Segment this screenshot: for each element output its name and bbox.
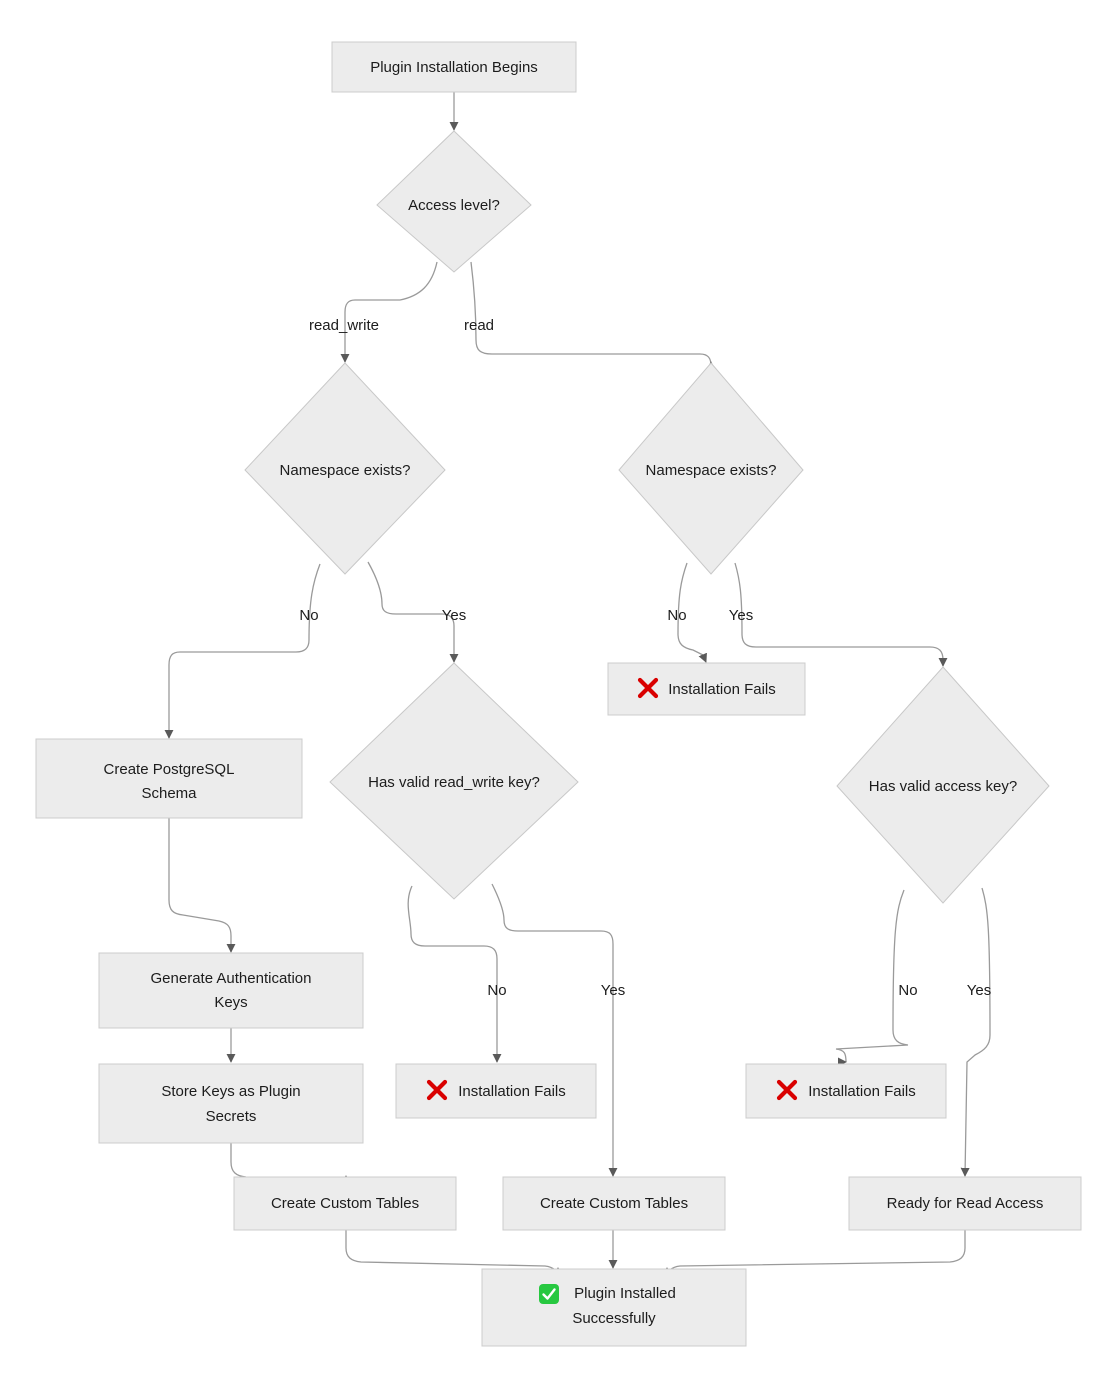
node-store-keys-as-plugin-secrets-shape[interactable] — [98, 1063, 364, 1144]
node-has-valid-access-key[interactable]: Has valid access key? — [836, 666, 1050, 904]
node-create-postgresql-schema-shape[interactable] — [35, 738, 303, 819]
edge-access-to-ns-r — [470, 261, 716, 371]
node-installation-fails-rw-key[interactable]: Installation Fails — [395, 1063, 597, 1119]
red-x-icon — [776, 1079, 798, 1101]
edges-layer — [164, 92, 991, 1281]
node-installation-fails-r-key-shape[interactable] — [745, 1063, 947, 1119]
node-store-keys-as-plugin-secrets-label-line2: Secrets — [206, 1108, 257, 1125]
node-generate-authentication-keys-label-line1: Generate Authentication — [151, 970, 312, 987]
node-start-shape[interactable] — [331, 41, 577, 93]
node-installation-fails-rw-key-label: Installation Fails — [458, 1083, 566, 1100]
node-plugin-installed-successfully[interactable]: Plugin Installed Successfully — [481, 1268, 747, 1347]
node-generate-authentication-keys-shape[interactable] — [98, 952, 364, 1029]
edge-label-ns-rw-yes: Yes — [442, 607, 466, 624]
node-store-keys-as-plugin-secrets-label-line1: Store Keys as Plugin — [161, 1083, 300, 1100]
node-start-label: Plugin Installation Begins — [370, 59, 538, 76]
node-plugin-installed-successfully-label-line2: Successfully — [572, 1310, 656, 1327]
red-x-icon — [426, 1079, 448, 1101]
edge-label-ns-r-yes: Yes — [729, 607, 753, 624]
edge-ns-rw-to-key-rw — [367, 561, 459, 663]
edge-label-key-rw-no: No — [487, 982, 506, 999]
node-start[interactable]: Plugin Installation Begins — [331, 41, 577, 93]
node-has-valid-read-write-key[interactable]: Has valid read_write key? — [329, 662, 579, 900]
node-create-postgresql-schema-label-line2: Schema — [141, 785, 197, 802]
edge-ns-r-to-key-r — [734, 562, 948, 667]
node-create-custom-tables-mid-shape[interactable] — [502, 1176, 726, 1231]
node-create-custom-tables-mid-label: Create Custom Tables — [540, 1195, 688, 1212]
edge-label-key-r-no: No — [898, 982, 917, 999]
green-check-icon — [539, 1284, 559, 1304]
node-installation-fails-ns-read[interactable]: Installation Fails — [607, 662, 806, 716]
edge-label-key-r-yes: Yes — [967, 982, 991, 999]
red-x-icon — [637, 677, 659, 699]
edge-label-key-rw-yes: Yes — [601, 982, 625, 999]
node-installation-fails-r-key-label: Installation Fails — [808, 1083, 916, 1100]
nodes-layer: Plugin Installation Begins Access level?… — [35, 41, 1082, 1347]
node-namespace-exists-r-label: Namespace exists? — [646, 462, 777, 479]
node-has-valid-access-key-label: Has valid access key? — [869, 778, 1017, 795]
node-installation-fails-r-key[interactable]: Installation Fails — [745, 1063, 947, 1119]
node-access-level[interactable]: Access level? — [376, 130, 532, 273]
edge-key-r-to-fail-r-key — [835, 889, 909, 1063]
node-create-custom-tables-left-label: Create Custom Tables — [271, 1195, 419, 1212]
edge-access-to-ns-rw — [340, 261, 438, 363]
node-installation-fails-ns-read-shape[interactable] — [607, 662, 806, 716]
node-create-custom-tables-left-shape[interactable] — [233, 1176, 457, 1231]
node-namespace-exists-r[interactable]: Namespace exists? — [618, 362, 804, 575]
edge-ns-r-to-fail-r-ns — [677, 562, 707, 663]
node-ready-for-read-access[interactable]: Ready for Read Access — [848, 1176, 1082, 1231]
edge-ns-rw-to-create-schema — [164, 563, 321, 739]
node-ready-for-read-access-label: Ready for Read Access — [887, 1195, 1044, 1212]
node-create-custom-tables-left[interactable]: Create Custom Tables — [233, 1176, 457, 1231]
node-generate-authentication-keys-label-line2: Keys — [214, 994, 247, 1011]
node-create-postgresql-schema[interactable]: Create PostgreSQL Schema — [35, 738, 303, 819]
node-namespace-exists-r-shape[interactable] — [618, 362, 804, 575]
edge-key-r-to-ready-read — [960, 887, 991, 1177]
node-access-level-shape[interactable] — [376, 130, 532, 273]
edge-key-rw-to-fail-rw-key — [407, 885, 502, 1063]
edge-key-rw-to-tables-mid — [491, 883, 618, 1177]
node-has-valid-access-key-shape[interactable] — [836, 666, 1050, 904]
node-create-custom-tables-mid[interactable]: Create Custom Tables — [502, 1176, 726, 1231]
edge-label-ns-rw-no: No — [299, 607, 318, 624]
node-plugin-installed-successfully-label-line1: Plugin Installed — [574, 1285, 676, 1302]
node-namespace-exists-rw-label: Namespace exists? — [280, 462, 411, 479]
node-namespace-exists-rw-shape[interactable] — [244, 362, 446, 575]
edge-label-read: read — [464, 317, 494, 334]
node-installation-fails-ns-read-label: Installation Fails — [668, 681, 776, 698]
edge-create-schema-to-gen-keys — [168, 818, 236, 953]
node-installation-fails-rw-key-shape[interactable] — [395, 1063, 597, 1119]
node-create-postgresql-schema-label-line1: Create PostgreSQL — [104, 761, 235, 778]
node-plugin-installed-successfully-shape[interactable] — [481, 1268, 747, 1347]
edge-labels-layer: read_write read No Yes No Yes No Yes No … — [299, 317, 991, 999]
edge-label-read-write: read_write — [309, 317, 379, 334]
node-access-level-label: Access level? — [408, 197, 500, 214]
edge-label-ns-r-no: No — [667, 607, 686, 624]
node-namespace-exists-rw[interactable]: Namespace exists? — [244, 362, 446, 575]
node-has-valid-read-write-key-shape[interactable] — [329, 662, 579, 900]
node-ready-for-read-access-shape[interactable] — [848, 1176, 1082, 1231]
node-generate-authentication-keys[interactable]: Generate Authentication Keys — [98, 952, 364, 1029]
node-has-valid-read-write-key-label: Has valid read_write key? — [368, 774, 540, 791]
node-store-keys-as-plugin-secrets[interactable]: Store Keys as Plugin Secrets — [98, 1063, 364, 1144]
